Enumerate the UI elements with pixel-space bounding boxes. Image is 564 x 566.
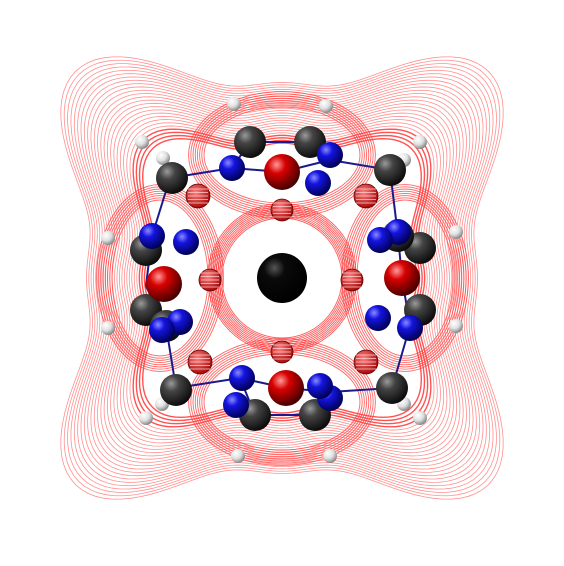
density-contour-line (103, 99, 461, 457)
hydrogen-atom (449, 225, 463, 239)
nitrogen-atom (229, 365, 255, 391)
nitrogen-atom (149, 317, 175, 343)
hydrogen-atom (139, 411, 153, 425)
oxygen-atom (146, 266, 182, 302)
nitrogen-atom (365, 305, 391, 331)
hydrogen-atom (319, 99, 333, 113)
hydrogen-atom (135, 135, 149, 149)
carbon-atom (156, 162, 188, 194)
oxygen-atom (268, 370, 304, 406)
hydrogen-atom (413, 411, 427, 425)
carbon-atom (234, 126, 266, 158)
hydrogen-atom (231, 449, 245, 463)
hydrogen-atom (413, 135, 427, 149)
carbon-atom (160, 374, 192, 406)
hydrogen-atom (101, 321, 115, 335)
nitrogen-atom (307, 373, 333, 399)
hydrogen-atom (449, 319, 463, 333)
nitrogen-atom (173, 229, 199, 255)
nitrogen-atom (223, 392, 249, 418)
density-contour-line (70, 66, 494, 490)
carbon-atom (374, 154, 406, 186)
hydrogen-atom (323, 449, 337, 463)
atom-layer (101, 97, 463, 463)
nitrogen-atom (317, 142, 343, 168)
hydrogen-atom (101, 231, 115, 245)
carbon-atom (376, 372, 408, 404)
central-atom (257, 253, 307, 303)
oxygen-atom (384, 260, 420, 296)
density-contour-line (110, 106, 454, 450)
density-contour-line (113, 109, 451, 447)
nitrogen-atom (139, 223, 165, 249)
density-contour-line (67, 63, 497, 493)
density-nodes (185, 183, 379, 375)
density-contour-line (63, 59, 501, 497)
density-contour-line (100, 96, 464, 460)
density-contour-line (60, 56, 504, 500)
hydrogen-atom (156, 151, 170, 165)
nitrogen-atom (219, 155, 245, 181)
hydrogen-atom (227, 97, 241, 111)
nitrogen-atom (397, 315, 423, 341)
nitrogen-atom (305, 170, 331, 196)
lobe-contour-line (188, 338, 376, 466)
nitrogen-atom (367, 227, 393, 253)
density-contour-line (106, 102, 458, 454)
oxygen-atom (264, 154, 300, 190)
